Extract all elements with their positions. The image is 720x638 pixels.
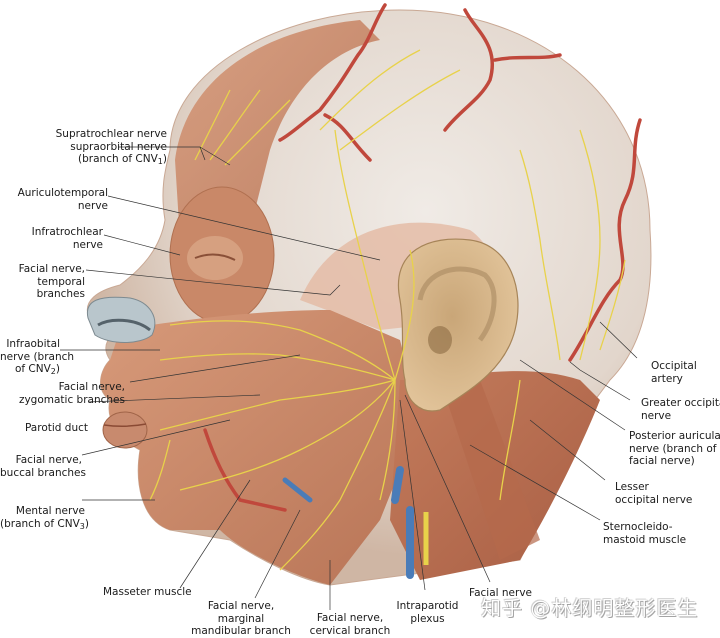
label-line: nerve (77, 199, 108, 212)
label-line: Infraobital (6, 338, 60, 350)
label-text: ) (162, 153, 167, 165)
label-line: of CNV2) (0, 363, 60, 376)
label-line: nerve (branch (0, 350, 75, 363)
label-line: plexus (410, 612, 445, 625)
label-line: buccal branches (0, 466, 86, 479)
label-line: Supratrochlear nerve (55, 128, 167, 140)
label-occipital-artery: Occipital artery (651, 360, 697, 385)
label-line: Intraparotid (396, 600, 459, 612)
label-line: Greater occipital (641, 397, 720, 409)
label-line: nerve (641, 409, 672, 422)
label-facial-nerve-temporal: Facial nerve, temporal branches (0, 263, 85, 301)
label-line: Facial nerve, (58, 381, 125, 393)
label-line: zygomatic branches (18, 393, 125, 406)
label-line: Facial nerve, (15, 454, 82, 466)
label-line: cervical branch (309, 624, 391, 637)
arteries (203, 3, 642, 512)
label-line: Facial nerve (469, 587, 532, 599)
leader-lines (60, 146, 638, 610)
lips (102, 411, 148, 449)
label-text: ) (55, 363, 60, 375)
label-line: (branch of CNV1) (27, 153, 167, 166)
label-facial-nerve-marginal: Facial nerve, marginal mandibular branch (186, 600, 296, 638)
subscript: 1 (157, 157, 163, 166)
label-text: (branch of CNV (78, 153, 158, 165)
label-text: (branch of CNV (0, 517, 80, 530)
label-masseter-muscle: Masseter muscle (103, 586, 192, 599)
label-line: Parotid duct (24, 422, 88, 434)
label-supratrochlear-nerve: Supratrochlear nerve supraorbital nerve … (27, 128, 167, 166)
label-line: temporal (37, 275, 85, 288)
label-line: marginal (217, 612, 265, 625)
label-line: mandibular branch (191, 625, 291, 637)
label-line: Sternocleido- (603, 521, 673, 533)
label-line: facial nerve) (629, 455, 695, 467)
label-line: Occipital (651, 360, 697, 372)
label-line: Posterior auricular (629, 430, 720, 442)
label-parotid-duct: Parotid duct (0, 422, 88, 435)
label-line: Facial nerve, (207, 600, 275, 612)
label-text: ) (84, 517, 89, 530)
subscript: 2 (50, 367, 56, 376)
label-line: Auriculotemporal (17, 187, 108, 199)
label-line: branches (36, 288, 85, 300)
label-mental-nerve: Mental nerve (branch of CNV3) (0, 505, 89, 531)
label-line: Infratrochlear (31, 226, 103, 238)
subscript: 3 (79, 521, 85, 531)
sternocleidomastoid (440, 380, 540, 560)
label-infratrochlear-nerve: Infratrochlear nerve (0, 226, 103, 251)
label-lesser-occipital-nerve: Lesser occipital nerve (615, 481, 692, 506)
label-line: Mental nerve (15, 505, 85, 517)
label-line: Masseter muscle (103, 586, 192, 598)
label-facial-nerve-cervical: Facial nerve, cervical branch (300, 612, 400, 637)
vein (391, 466, 414, 579)
label-line: supraorbital nerve (70, 140, 167, 153)
label-intraparotid-plexus: Intraparotid plexus (395, 600, 460, 625)
watermark: 知乎 @林纲明整形医生 (481, 596, 699, 620)
label-facial-nerve-zygomatic: Facial nerve, zygomatic branches (0, 381, 125, 406)
label-line: Facial nerve, (18, 263, 85, 275)
label-infraorbital-nerve: Infraobital nerve (branch of CNV2) (0, 338, 75, 376)
label-line: (branch of CNV3) (0, 517, 89, 531)
facial-muscles (100, 310, 420, 585)
label-text: of CNV (14, 363, 51, 375)
nerves (149, 49, 626, 571)
label-line: occipital nerve (615, 493, 693, 506)
label-facial-nerve: Facial nerve (469, 587, 532, 600)
label-line: artery (651, 372, 683, 385)
label-facial-nerve-buccal: Facial nerve, buccal branches (0, 454, 86, 479)
label-line: mastoid muscle (603, 533, 687, 546)
label-posterior-auricular-nerve: Posterior auricular nerve (branch of fac… (629, 430, 720, 468)
label-sternocleidomastoid-muscle: Sternocleido- mastoid muscle (603, 521, 686, 546)
label-line: Lesser (615, 481, 649, 493)
label-greater-occipital-nerve: Greater occipital nerve (641, 397, 720, 422)
label-line: nerve (branch of (629, 442, 717, 455)
label-line: nerve (72, 238, 103, 251)
label-auriculotemporal-nerve: Auriculotemporal nerve (0, 187, 108, 212)
label-line: Facial nerve, (316, 612, 384, 624)
